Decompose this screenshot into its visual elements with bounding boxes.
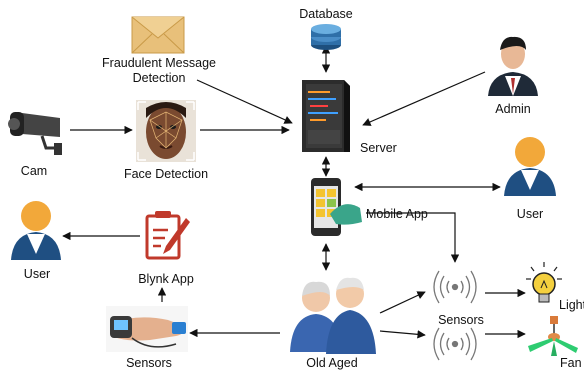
sensors-right-label: Sensors bbox=[438, 313, 484, 327]
server-icon bbox=[302, 80, 350, 152]
clipboard-pen-icon bbox=[145, 211, 190, 260]
arrow-mobile-sensors bbox=[366, 212, 460, 263]
server-label: Server bbox=[360, 141, 397, 155]
database-icon bbox=[311, 24, 341, 50]
fraud-detection-label-line2: Detection bbox=[132, 71, 186, 85]
face-scan-icon bbox=[136, 100, 196, 162]
face-detection-label: Face Detection bbox=[123, 167, 209, 181]
blynk-app-label: Blynk App bbox=[138, 272, 194, 286]
smartphone-icon bbox=[311, 178, 362, 236]
fan-label: Fan bbox=[560, 356, 582, 370]
signal-wave-icon bbox=[433, 327, 477, 361]
light-bulb-icon bbox=[526, 262, 562, 303]
arrow-oldaged-signal-lower bbox=[379, 330, 426, 339]
user-icon bbox=[11, 201, 61, 260]
admin-person-icon bbox=[488, 36, 538, 96]
signal-wave-icon bbox=[433, 270, 477, 304]
pulse-oximeter-icon bbox=[106, 306, 188, 352]
arrow-oldaged-signal-upper bbox=[379, 291, 426, 314]
connectors bbox=[62, 45, 526, 339]
user-left-label: User bbox=[23, 267, 51, 281]
database-label: Database bbox=[299, 7, 353, 21]
elderly-couple-icon bbox=[290, 277, 376, 354]
cam-label: Cam bbox=[20, 164, 48, 178]
ceiling-fan-icon bbox=[528, 316, 578, 356]
fraud-detection-label-line1: Fraudulent Message bbox=[102, 56, 216, 70]
sensors-left-label: Sensors bbox=[126, 356, 172, 370]
user-right-label: User bbox=[516, 207, 544, 221]
old-aged-label: Old Aged bbox=[306, 356, 358, 370]
user-icon bbox=[504, 137, 556, 196]
light-label: Light bbox=[559, 298, 584, 312]
mobile-app-label: Mobile App bbox=[366, 207, 428, 221]
arrow-admin-server bbox=[362, 71, 486, 126]
admin-label: Admin bbox=[495, 102, 531, 116]
camera-icon bbox=[8, 112, 62, 155]
envelope-icon bbox=[131, 16, 185, 54]
arrow-fraud-server bbox=[196, 79, 293, 124]
